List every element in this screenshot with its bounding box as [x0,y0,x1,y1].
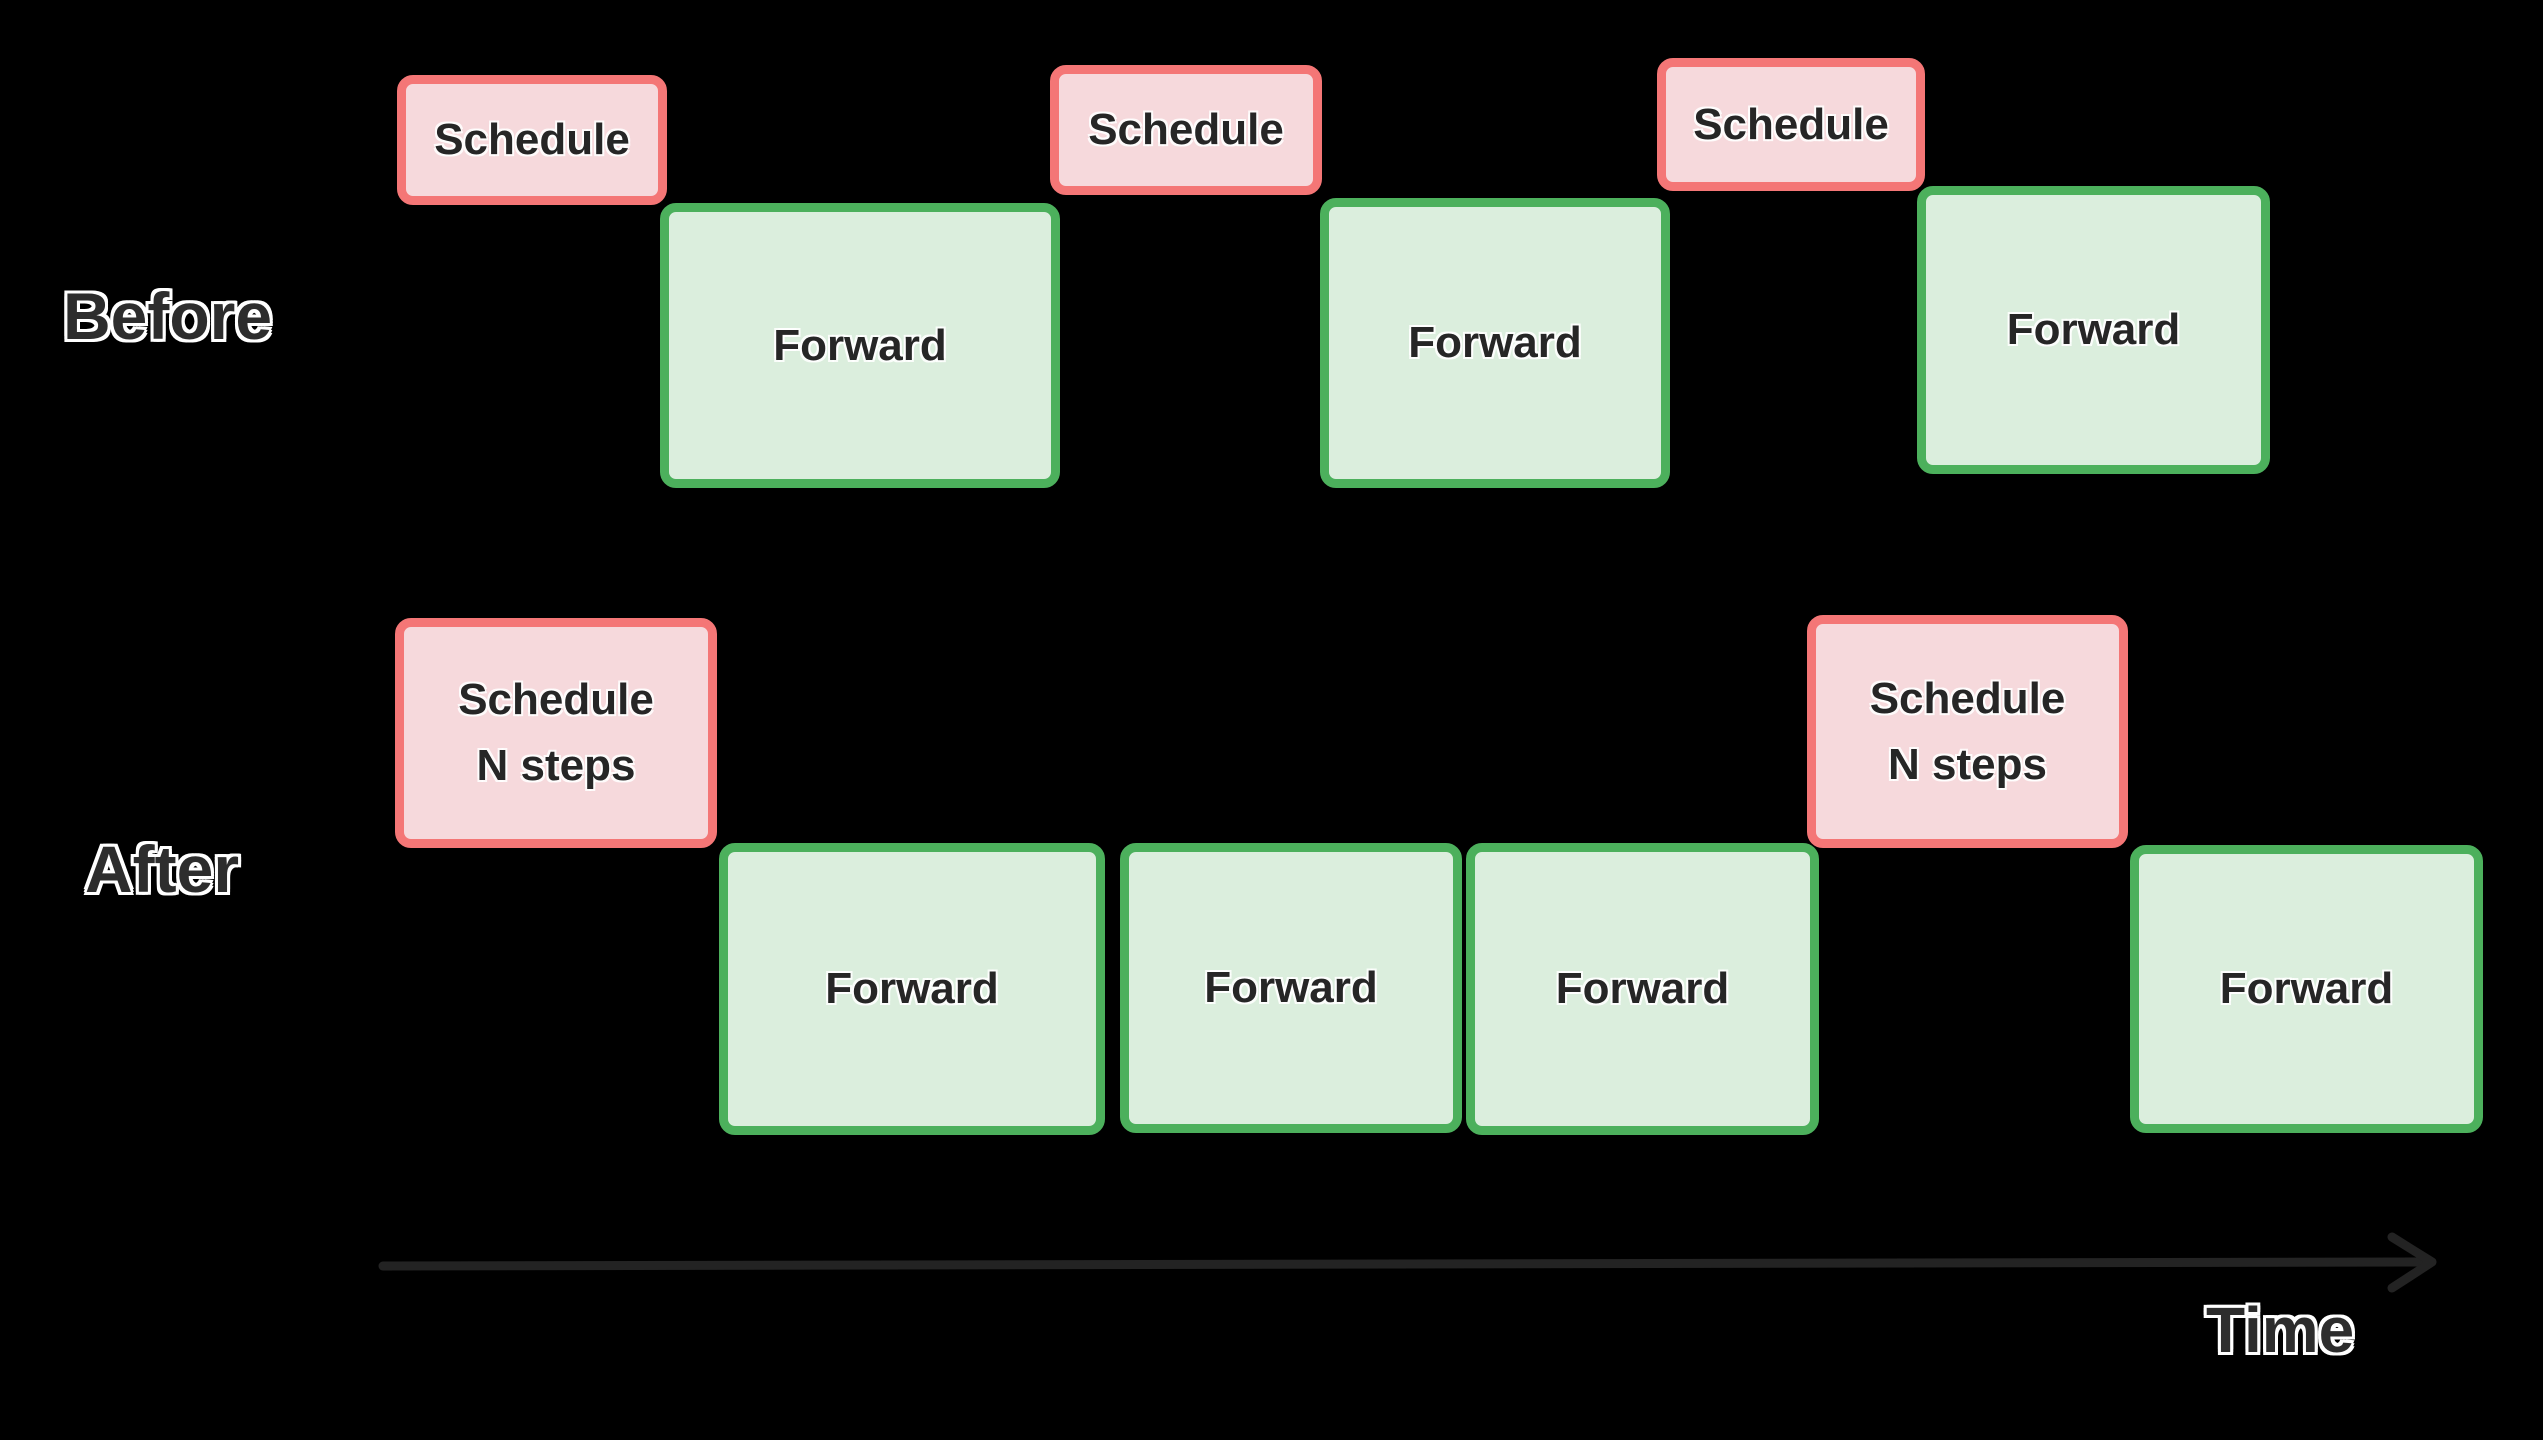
forward-box-label: Forward [2219,964,2394,1013]
before-row-label: Before [63,279,273,353]
forward-box: Forward [719,843,1105,1135]
schedule-box-label: Schedule [1693,99,1889,149]
after-row-label: After [85,832,240,906]
forward-box: Forward [1120,843,1462,1133]
forward-box: Forward [1320,198,1670,488]
schedule-box-label: Schedule [1088,105,1284,154]
schedule-box: Schedule N steps [1807,615,2128,848]
forward-box-label: Forward [2006,305,2181,354]
schedule-box: Schedule [1050,65,1322,195]
forward-box: Forward [660,203,1060,488]
schedule-box: Schedule N steps [395,618,717,848]
forward-box-label: Forward [773,320,947,370]
forward-box: Forward [1917,186,2270,474]
forward-box-label: Forward [825,964,999,1013]
forward-box-label: Forward [1408,318,1582,367]
schedule-box-label: Schedule [434,115,630,164]
schedule-box-label: Schedule [458,675,654,724]
schedule-box-label: N steps [1888,739,2047,789]
time-axis-label: Time [2206,1294,2355,1366]
forward-box-label: Forward [1555,964,1730,1013]
forward-box: Forward [1466,843,1819,1135]
schedule-box-label: N steps [476,741,636,790]
forward-box-label: Forward [1204,963,1378,1012]
forward-box: Forward [2130,845,2483,1133]
schedule-box-label: Schedule [1869,673,2066,723]
schedule-box: Schedule [397,75,667,205]
schedule-box: Schedule [1657,58,1925,191]
